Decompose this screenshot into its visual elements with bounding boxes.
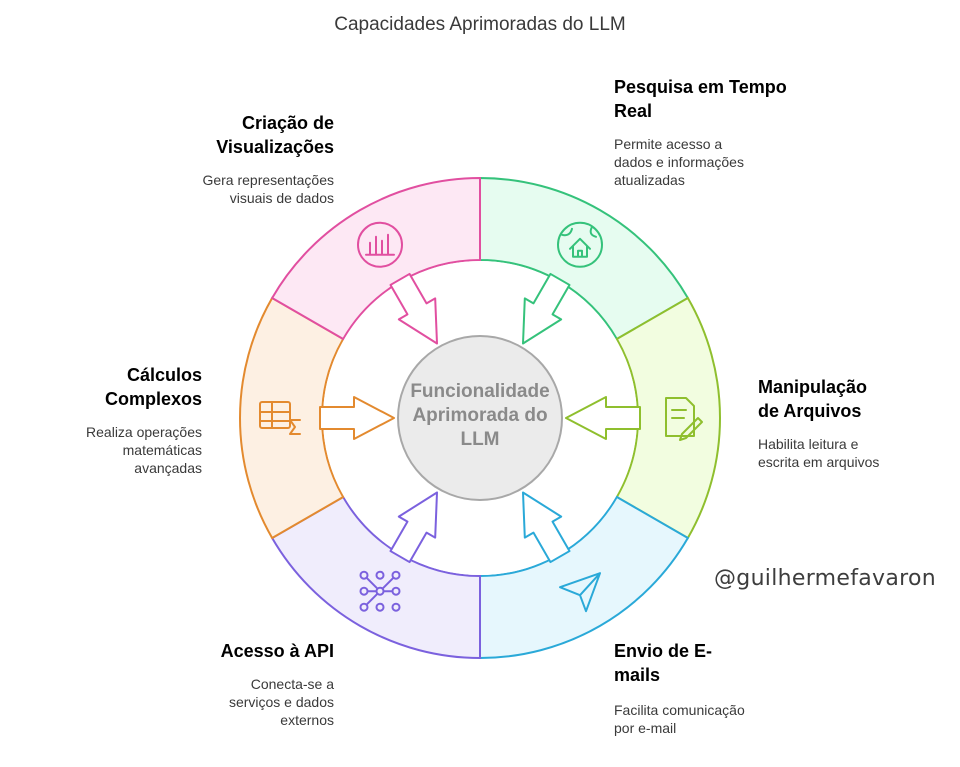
- network-icon: [359, 570, 401, 612]
- segment-heading: Cálculos Complexos: [104, 365, 202, 409]
- segment-heading: Criação de Visualizações: [216, 113, 334, 157]
- segment-description: Conecta-se a serviços e dados externos: [228, 676, 334, 728]
- arrow-pesquisa: [522, 272, 571, 345]
- arrow-calculos: [319, 396, 395, 440]
- watermark: @guilhermefavaron: [714, 566, 937, 591]
- spreadsheet-sum-icon: [259, 401, 301, 435]
- segment-label-calculos: Cálculos Complexos Realiza operações mat…: [22, 363, 202, 477]
- segment-description: Gera representações visuais de dados: [202, 172, 334, 206]
- center-circle: [397, 335, 563, 501]
- segment-description: Permite acesso a dados e informações atu…: [614, 136, 744, 188]
- arrow-api: [389, 491, 438, 564]
- segment-description: Habilita leitura e escrita em arquivos: [758, 436, 880, 470]
- bar-chart-icon: [357, 221, 403, 268]
- arrow-visualizacoes: [389, 272, 438, 345]
- segment-label-manipulacao: Manipulação de Arquivos Habilita leitura…: [758, 375, 938, 471]
- globe-home-icon: [557, 221, 603, 268]
- segment-heading: Pesquisa em Tempo Real: [614, 77, 787, 121]
- segment-label-pesquisa: Pesquisa em Tempo Real Permite acesso a …: [614, 75, 794, 189]
- segment-label-api: Acesso à API Conecta-se a serviços e dad…: [154, 639, 334, 729]
- segment-heading: Manipulação de Arquivos: [758, 377, 868, 421]
- segment-description: Realiza operações matemáticas avançadas: [86, 424, 202, 476]
- arrow-manipulacao: [565, 396, 641, 440]
- document-edit-icon: [665, 397, 703, 441]
- segment-label-email: Envio de E-mails Facilita comunicação po…: [614, 639, 794, 737]
- diagram-title: Capacidades Aprimoradas do LLM: [334, 14, 626, 35]
- segment-label-visualizacoes: Criação de Visualizações Gera representa…: [154, 111, 334, 207]
- center-label: Funcionalidade Aprimorada do LLM: [410, 381, 550, 450]
- segment-heading: Acesso à API: [220, 641, 334, 661]
- arrow-email: [522, 491, 571, 564]
- ring-segment-visualizacoes: [270, 176, 481, 341]
- segment-heading: Envio de E-mails: [614, 641, 713, 685]
- segment-description: Facilita comunicação por e-mail: [614, 702, 745, 736]
- send-icon: [559, 572, 601, 613]
